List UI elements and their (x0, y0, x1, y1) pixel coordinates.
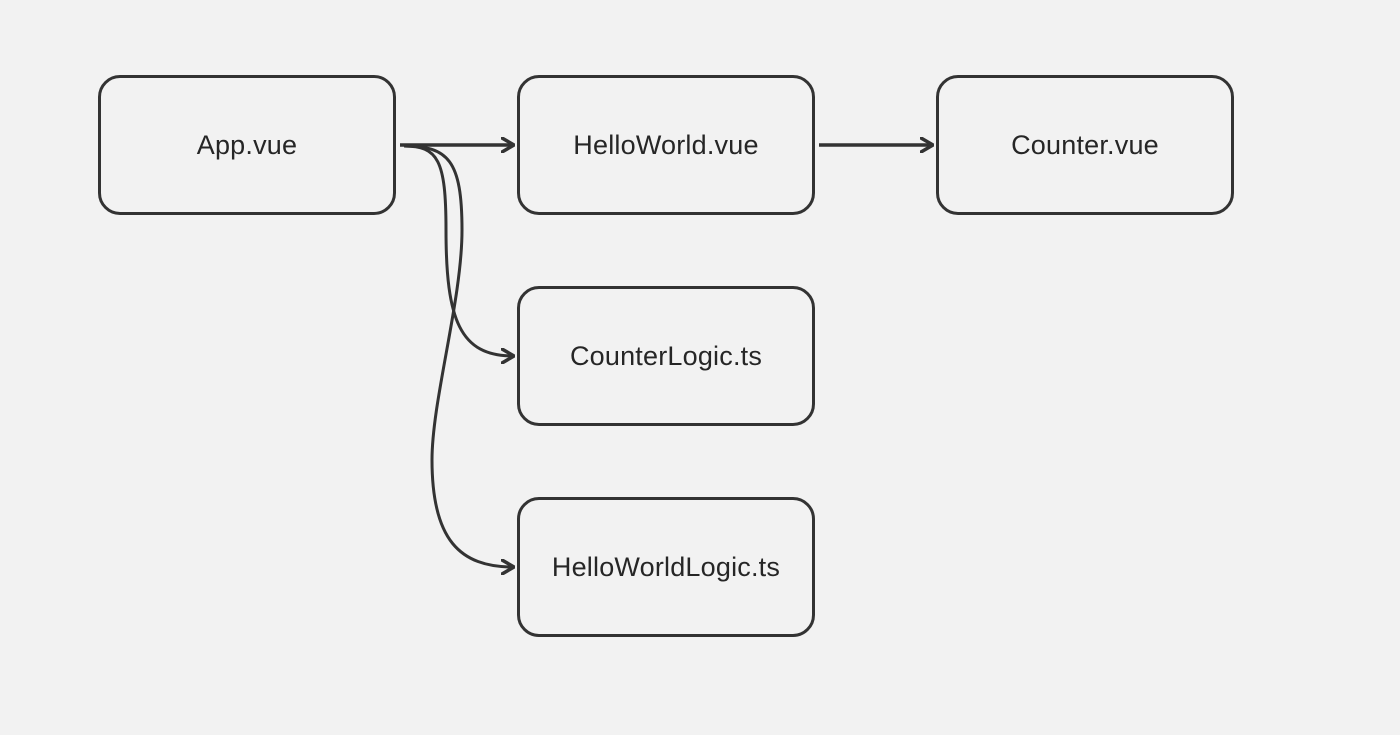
node-label: HelloWorldLogic.ts (551, 551, 781, 582)
edge-app-to-helloworldlogic (403, 144, 513, 567)
node-label: CounterLogic.ts (569, 340, 763, 371)
node-helloworldlogic-ts[interactable]: HelloWorldLogic.ts (517, 497, 815, 637)
edge-app-to-counterlogic (403, 144, 513, 356)
node-app-vue[interactable]: App.vue (98, 75, 396, 215)
node-label: HelloWorld.vue (573, 129, 759, 160)
node-counterlogic-ts[interactable]: CounterLogic.ts (517, 286, 815, 426)
node-counter-vue[interactable]: Counter.vue (936, 75, 1234, 215)
node-label: Counter.vue (1011, 129, 1159, 160)
node-label: App.vue (196, 129, 298, 160)
node-helloworld-vue[interactable]: HelloWorld.vue (517, 75, 815, 215)
